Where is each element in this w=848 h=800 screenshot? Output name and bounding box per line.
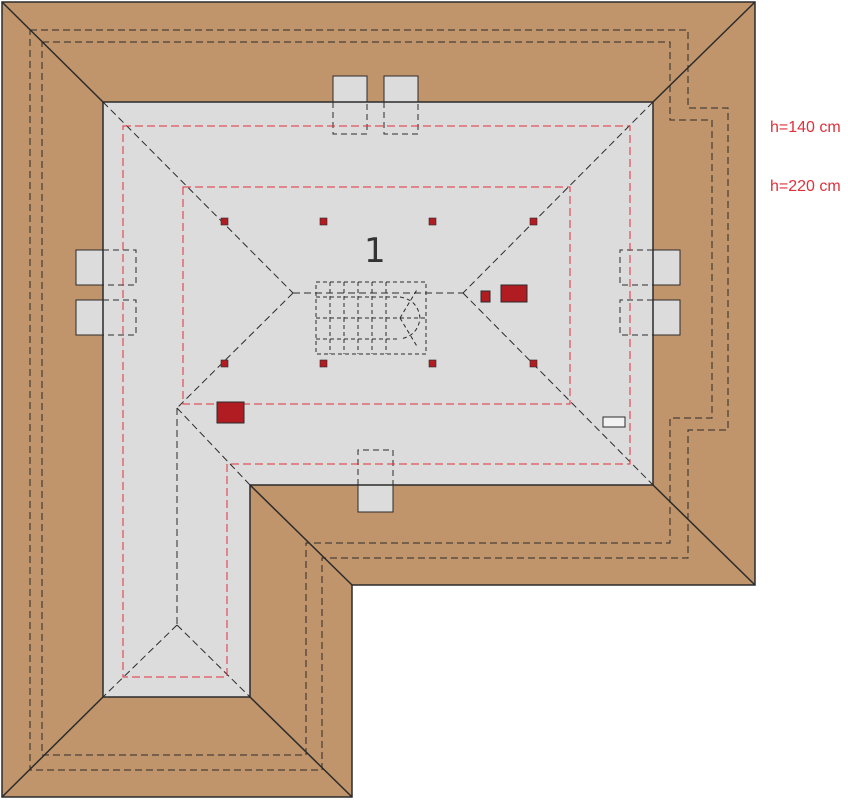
dormer-openings xyxy=(103,102,653,485)
chimney-left xyxy=(216,401,245,424)
room-number-label: 1 xyxy=(364,231,386,271)
legend-height-220: h=220 cm xyxy=(770,178,841,195)
chimneys xyxy=(216,284,528,424)
chimney-right xyxy=(500,284,528,303)
roof-hip-lines xyxy=(1,1,756,798)
height-line-220 xyxy=(182,186,571,405)
posts xyxy=(220,217,538,368)
ridge-lines xyxy=(102,101,654,698)
height-lines xyxy=(122,125,631,678)
chimney-small xyxy=(480,290,491,303)
legend-height-140: h=140 cm xyxy=(770,119,841,136)
roof-window xyxy=(602,416,626,428)
staircase xyxy=(315,281,427,355)
external-wall-dashed xyxy=(29,29,729,771)
height-line-140 xyxy=(122,125,631,678)
